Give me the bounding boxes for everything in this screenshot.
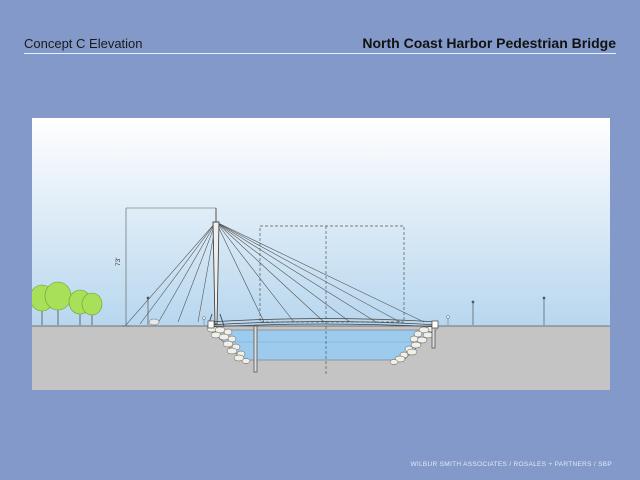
footer-credits: WILBUR SMITH ASSOCIATES / ROSALES + PART… [410, 461, 612, 468]
clearance-envelope [259, 225, 405, 374]
trees [32, 281, 103, 325]
cable-stays [125, 221, 425, 326]
bridge-elevation-drawing: 73' [32, 118, 610, 390]
light-poles [146, 296, 546, 325]
sky [32, 118, 610, 328]
header-subtitle: Concept C Elevation [24, 36, 143, 51]
figures [148, 315, 450, 326]
dimension-label: 73' [115, 258, 122, 266]
height-dimension [122, 207, 216, 327]
header-title: North Coast Harbor Pedestrian Bridge [362, 35, 616, 51]
bridge-deck [207, 318, 439, 329]
header-rule [24, 53, 616, 54]
riprap-right [389, 325, 438, 365]
riprap-left [206, 325, 251, 364]
